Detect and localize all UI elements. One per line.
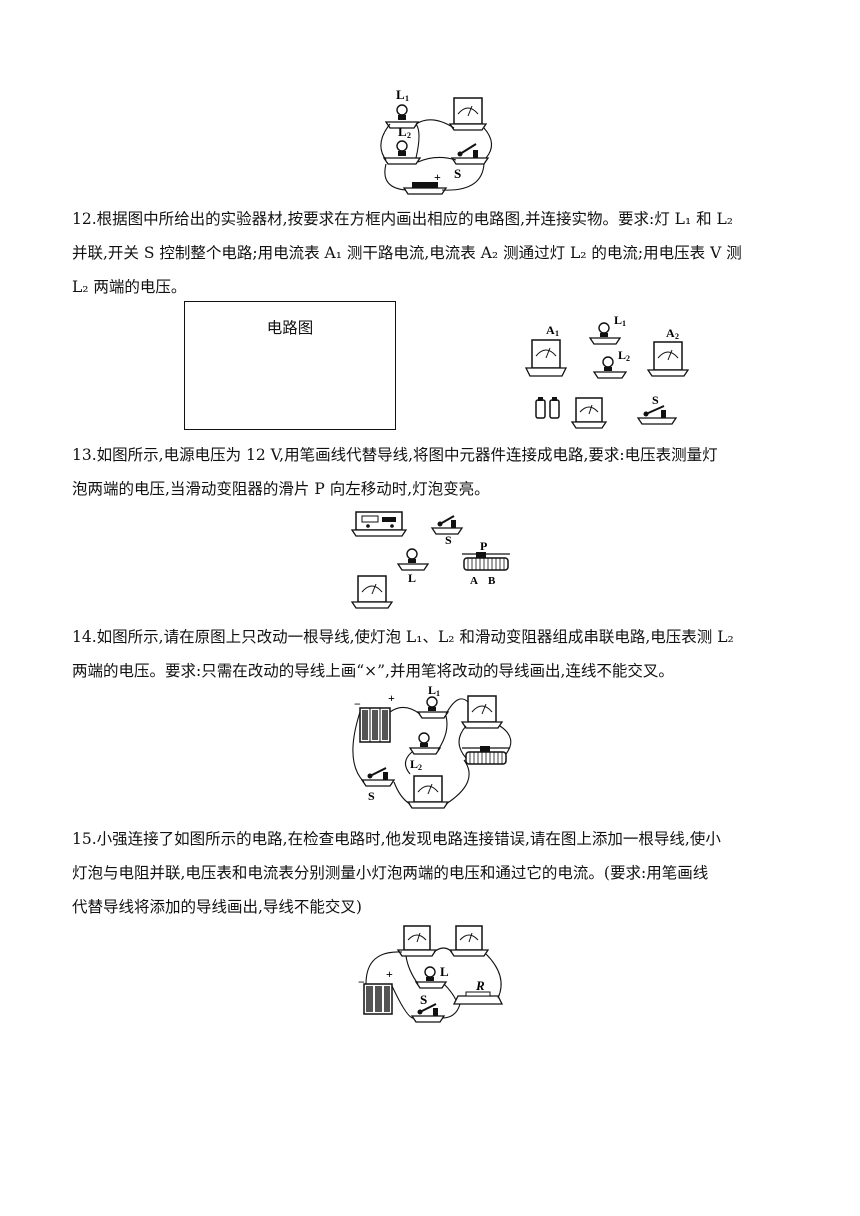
label-l2: L <box>398 124 407 139</box>
battery-icon <box>402 182 448 195</box>
voltmeter-icon <box>460 695 504 729</box>
circuit-diagram-box[interactable]: 电路图 <box>184 301 396 430</box>
bulb-l-icon <box>396 548 430 571</box>
label-b: B <box>488 575 496 587</box>
label-l: L <box>408 571 416 585</box>
switch-icon <box>430 515 464 535</box>
meter-icon <box>448 97 488 131</box>
switch-icon <box>360 767 396 787</box>
svg-text:+: + <box>386 967 393 981</box>
svg-text:−: − <box>358 975 365 989</box>
q12-line-3: L₂ 两端的电压。 <box>72 278 187 296</box>
ammeter-a1-icon <box>524 339 568 377</box>
label-l2: L <box>618 348 626 362</box>
label-s: S <box>420 992 427 1007</box>
voltmeter-icon <box>396 925 438 957</box>
figure-q12-apparatus: A 1 L 1 L 2 A 2 S <box>524 313 690 429</box>
label-s: S <box>454 166 461 181</box>
rheostat-icon <box>462 552 510 571</box>
battery-pack-icon <box>363 983 393 1015</box>
q12-line-2: 并联,开关 S 控制整个电路;用电流表 A₁ 测干路电流,电流表 A₂ 测通过灯… <box>72 244 742 262</box>
svg-text:−: − <box>354 697 361 711</box>
bulb-l2-icon <box>382 140 422 165</box>
figure-q11-circuit: L 1 L 2 S + <box>380 87 493 195</box>
label-a2: A <box>666 326 675 340</box>
bulb-l1-icon <box>588 322 622 345</box>
label-r: R <box>475 978 485 993</box>
q14-line-2: 两端的电压。要求:只需在改动的导线上画“×”,并用笔将改动的导线画出,连线不能交… <box>72 662 674 680</box>
q12-line-1: 12.根据图中所给出的实验器材,按要求在方框内画出相应的电路图,并连接实物。要求… <box>72 210 734 228</box>
svg-text:1: 1 <box>555 329 559 338</box>
label-s: S <box>368 789 375 803</box>
label-s: S <box>445 533 452 547</box>
svg-text:+: + <box>388 691 395 705</box>
svg-text:2: 2 <box>626 354 630 363</box>
switch-icon <box>450 143 490 165</box>
q15-line-3: 代替导线将添加的导线画出,导线不能交叉) <box>72 898 362 916</box>
power-supply-icon <box>350 511 408 537</box>
switch-icon <box>410 1003 446 1023</box>
svg-text:2: 2 <box>407 131 411 140</box>
resistor-icon <box>452 991 504 1005</box>
voltmeter-icon <box>570 397 608 429</box>
svg-text:2: 2 <box>418 763 422 772</box>
label-l1: L <box>396 87 405 102</box>
rheostat-icon <box>462 746 510 765</box>
q15-line-2: 灯泡与电阻并联,电压表和电流表分别测量小灯泡两端的电压和通过它的电流。(要求:用… <box>72 864 709 882</box>
q13-line-1: 13.如图所示,电源电压为 12 V,用笔画线代替导线,将图中元器件连接成电路,… <box>72 446 718 464</box>
label-a1: A <box>546 323 555 337</box>
voltmeter-icon <box>350 575 394 609</box>
svg-text:+: + <box>434 170 441 184</box>
label-p: P <box>480 539 487 553</box>
svg-text:2: 2 <box>675 332 679 341</box>
label-a: A <box>470 575 478 587</box>
ammeter-a2-icon <box>646 341 690 377</box>
label-l1: L <box>428 683 436 697</box>
q13-line-2: 泡两端的电压,当滑动变阻器的滑片 P 向左移动时,灯泡变亮。 <box>72 480 490 498</box>
ammeter-icon <box>448 925 490 957</box>
q15-line-1: 15.小强连接了如图所示的电路,在检查电路时,他发现电路连接错误,请在图上添加一… <box>72 830 721 848</box>
bulb-l2-icon <box>408 732 442 755</box>
battery-cells-icon <box>535 397 560 419</box>
bulb-l-icon <box>414 966 448 989</box>
bulb-l2-icon <box>592 356 628 379</box>
figure-q15-circuit: − + L R S <box>358 925 504 1023</box>
label-l1: L <box>614 313 622 327</box>
svg-text:1: 1 <box>436 689 440 698</box>
svg-text:1: 1 <box>405 94 409 103</box>
label-l: L <box>440 964 449 979</box>
label-s: S <box>652 393 659 407</box>
label-l2: L <box>410 757 418 771</box>
meter-bottom-icon <box>406 775 450 809</box>
battery-pack-icon <box>359 707 391 743</box>
figure-q14-circuit: − + L 1 L 2 S <box>352 683 512 809</box>
circuit-diagram-label: 电路图 <box>266 319 314 337</box>
svg-text:1: 1 <box>622 319 626 328</box>
switch-icon <box>636 405 678 425</box>
q14-line-1: 14.如图所示,请在原图上只改动一根导线,使灯泡 L₁、L₂ 和滑动变阻器组成串… <box>72 628 734 646</box>
bulb-l1-icon <box>416 696 450 719</box>
figure-q13-apparatus: S L P A B <box>350 511 510 609</box>
